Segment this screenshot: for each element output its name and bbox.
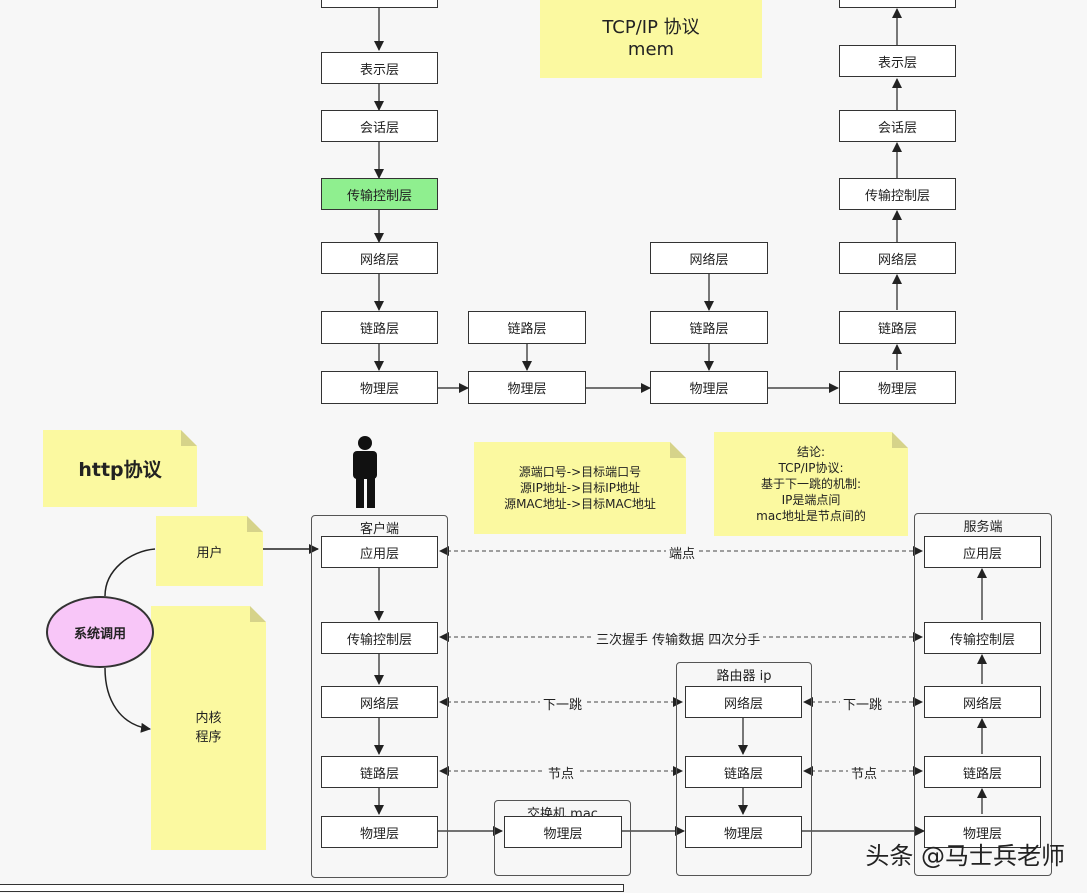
top-receiver-network: 网络层 <box>839 242 956 274</box>
http-note: http协议 <box>43 430 197 507</box>
top-sender-cut-box <box>321 0 438 8</box>
watermark: 头条 @马士兵老师 <box>865 842 1065 870</box>
address-note: 源端口号->目标端口号 源IP地址->目标IP地址 源MAC地址->目标MAC地… <box>474 442 686 534</box>
top-receiver-cut-box <box>839 0 956 8</box>
client-transport: 传输控制层 <box>321 622 438 654</box>
top-hop2-network: 网络层 <box>650 242 768 274</box>
top-hop1-link: 链路层 <box>468 311 586 344</box>
next-hop-left-label: 下一跳 <box>540 694 586 713</box>
top-receiver-link: 链路层 <box>839 311 956 344</box>
top-sender-session: 会话层 <box>321 110 438 142</box>
client-network: 网络层 <box>321 686 438 718</box>
top-receiver-presentation: 表示层 <box>839 45 956 77</box>
http-note-text: http协议 <box>78 459 162 481</box>
router-physical: 物理层 <box>685 816 802 848</box>
conclusion-note-line1: 结论: <box>796 445 826 459</box>
kernel-note: 内核 程序 <box>151 606 266 850</box>
router-network: 网络层 <box>685 686 802 718</box>
top-receiver-session: 会话层 <box>839 110 956 142</box>
address-note-line1: 源端口号->目标端口号 <box>518 465 642 479</box>
client-link: 链路层 <box>321 756 438 788</box>
top-sender-transport: 传输控制层 <box>321 178 438 210</box>
top-sender-presentation: 表示层 <box>321 52 438 84</box>
server-link: 链路层 <box>924 756 1041 788</box>
syscall-ellipse-text: 系统调用 <box>73 626 126 642</box>
node-right-label: 节点 <box>848 763 881 782</box>
client-container: 客户端 <box>311 515 448 878</box>
conclusion-note-line3: 基于下一跳的机制: <box>760 477 862 491</box>
endpoint-label: 端点 <box>666 543 699 562</box>
server-transport: 传输控制层 <box>924 622 1041 654</box>
tcpip-note-line1: TCP/IP 协议 <box>602 17 700 38</box>
top-receiver-physical: 物理层 <box>839 371 956 404</box>
top-hop2-link: 链路层 <box>650 311 768 344</box>
server-physical: 物理层 <box>924 816 1041 848</box>
user-note: 用户 <box>156 516 263 586</box>
conclusion-note: 结论: TCP/IP协议: 基于下一跳的机制: IP是端点间 mac地址是节点间… <box>714 432 908 536</box>
user-note-text: 用户 <box>196 545 223 561</box>
tcpip-note-line2: mem <box>627 39 675 60</box>
conclusion-note-line4: IP是端点间 <box>781 493 841 507</box>
top-hop1-physical: 物理层 <box>468 371 586 404</box>
conclusion-note-line2: TCP/IP协议: <box>778 461 844 475</box>
switch-physical: 物理层 <box>504 816 622 848</box>
router-title: 路由器 ip <box>716 669 772 684</box>
top-receiver-transport: 传输控制层 <box>839 178 956 210</box>
client-app: 应用层 <box>321 536 438 568</box>
kernel-note-line2: 程序 <box>195 730 222 745</box>
server-network: 网络层 <box>924 686 1041 718</box>
address-note-line2: 源IP地址->目标IP地址 <box>520 481 640 495</box>
person-icon <box>353 436 377 508</box>
top-sender-physical: 物理层 <box>321 371 438 404</box>
router-container: 路由器 ip <box>676 662 812 876</box>
client-physical: 物理层 <box>321 816 438 848</box>
server-container: 服务端 <box>914 513 1052 876</box>
router-link: 链路层 <box>685 756 802 788</box>
kernel-note-line1: 内核 <box>195 711 222 726</box>
top-sender-network: 网络层 <box>321 242 438 274</box>
client-title: 客户端 <box>359 522 399 537</box>
conclusion-note-line5: mac地址是节点间的 <box>756 509 866 523</box>
syscall-curve-bottom <box>104 667 151 733</box>
bottom-cut-box <box>0 884 624 892</box>
syscall-ellipse: 系统调用 <box>46 596 154 668</box>
top-hop2-physical: 物理层 <box>650 371 768 404</box>
next-hop-right-label: 下一跳 <box>840 694 886 713</box>
server-title: 服务端 <box>963 520 1003 535</box>
top-sender-link: 链路层 <box>321 311 438 344</box>
syscall-curve-top <box>104 548 156 597</box>
top-hop-arrows <box>522 274 714 371</box>
tcpip-note: TCP/IP 协议 mem <box>540 0 762 78</box>
server-app: 应用层 <box>924 536 1041 568</box>
address-note-line3: 源MAC地址->目标MAC地址 <box>504 497 656 511</box>
node-left-label: 节点 <box>545 763 578 782</box>
handshake-label: 三次握手 传输数据 四次分手 <box>593 629 764 648</box>
